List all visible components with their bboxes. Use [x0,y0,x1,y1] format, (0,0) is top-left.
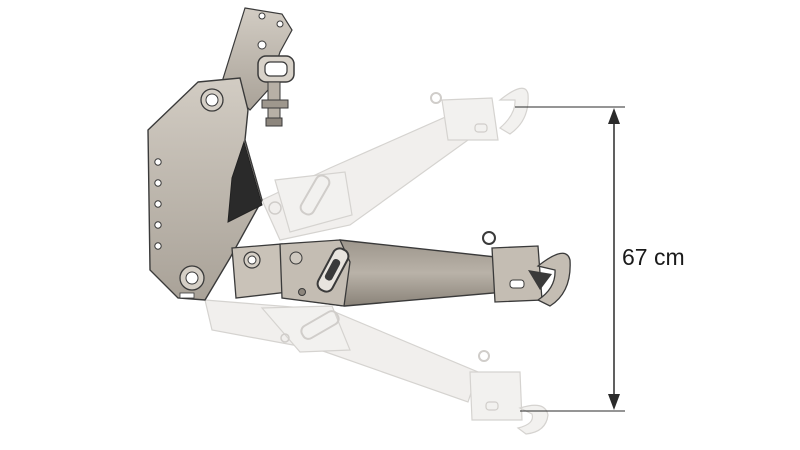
hook-lower [469,350,549,435]
arm-position-upper [261,87,529,241]
lower-pivot-bolt [179,265,205,291]
dimension-arrow-top [608,108,620,124]
hook-upper [430,87,529,141]
dimension-indicator [515,106,625,412]
upper-pivot-bolt [200,88,224,112]
dimension-label: 67 cm [622,244,685,270]
main-bracket-plate [147,77,263,301]
arm-position-lower [204,299,549,435]
adjustment-holes [154,158,162,250]
arm-position-middle [231,231,571,307]
dimension-arrow-bottom [608,394,620,410]
shackle-bolt [257,55,295,127]
hook-middle [482,231,571,307]
